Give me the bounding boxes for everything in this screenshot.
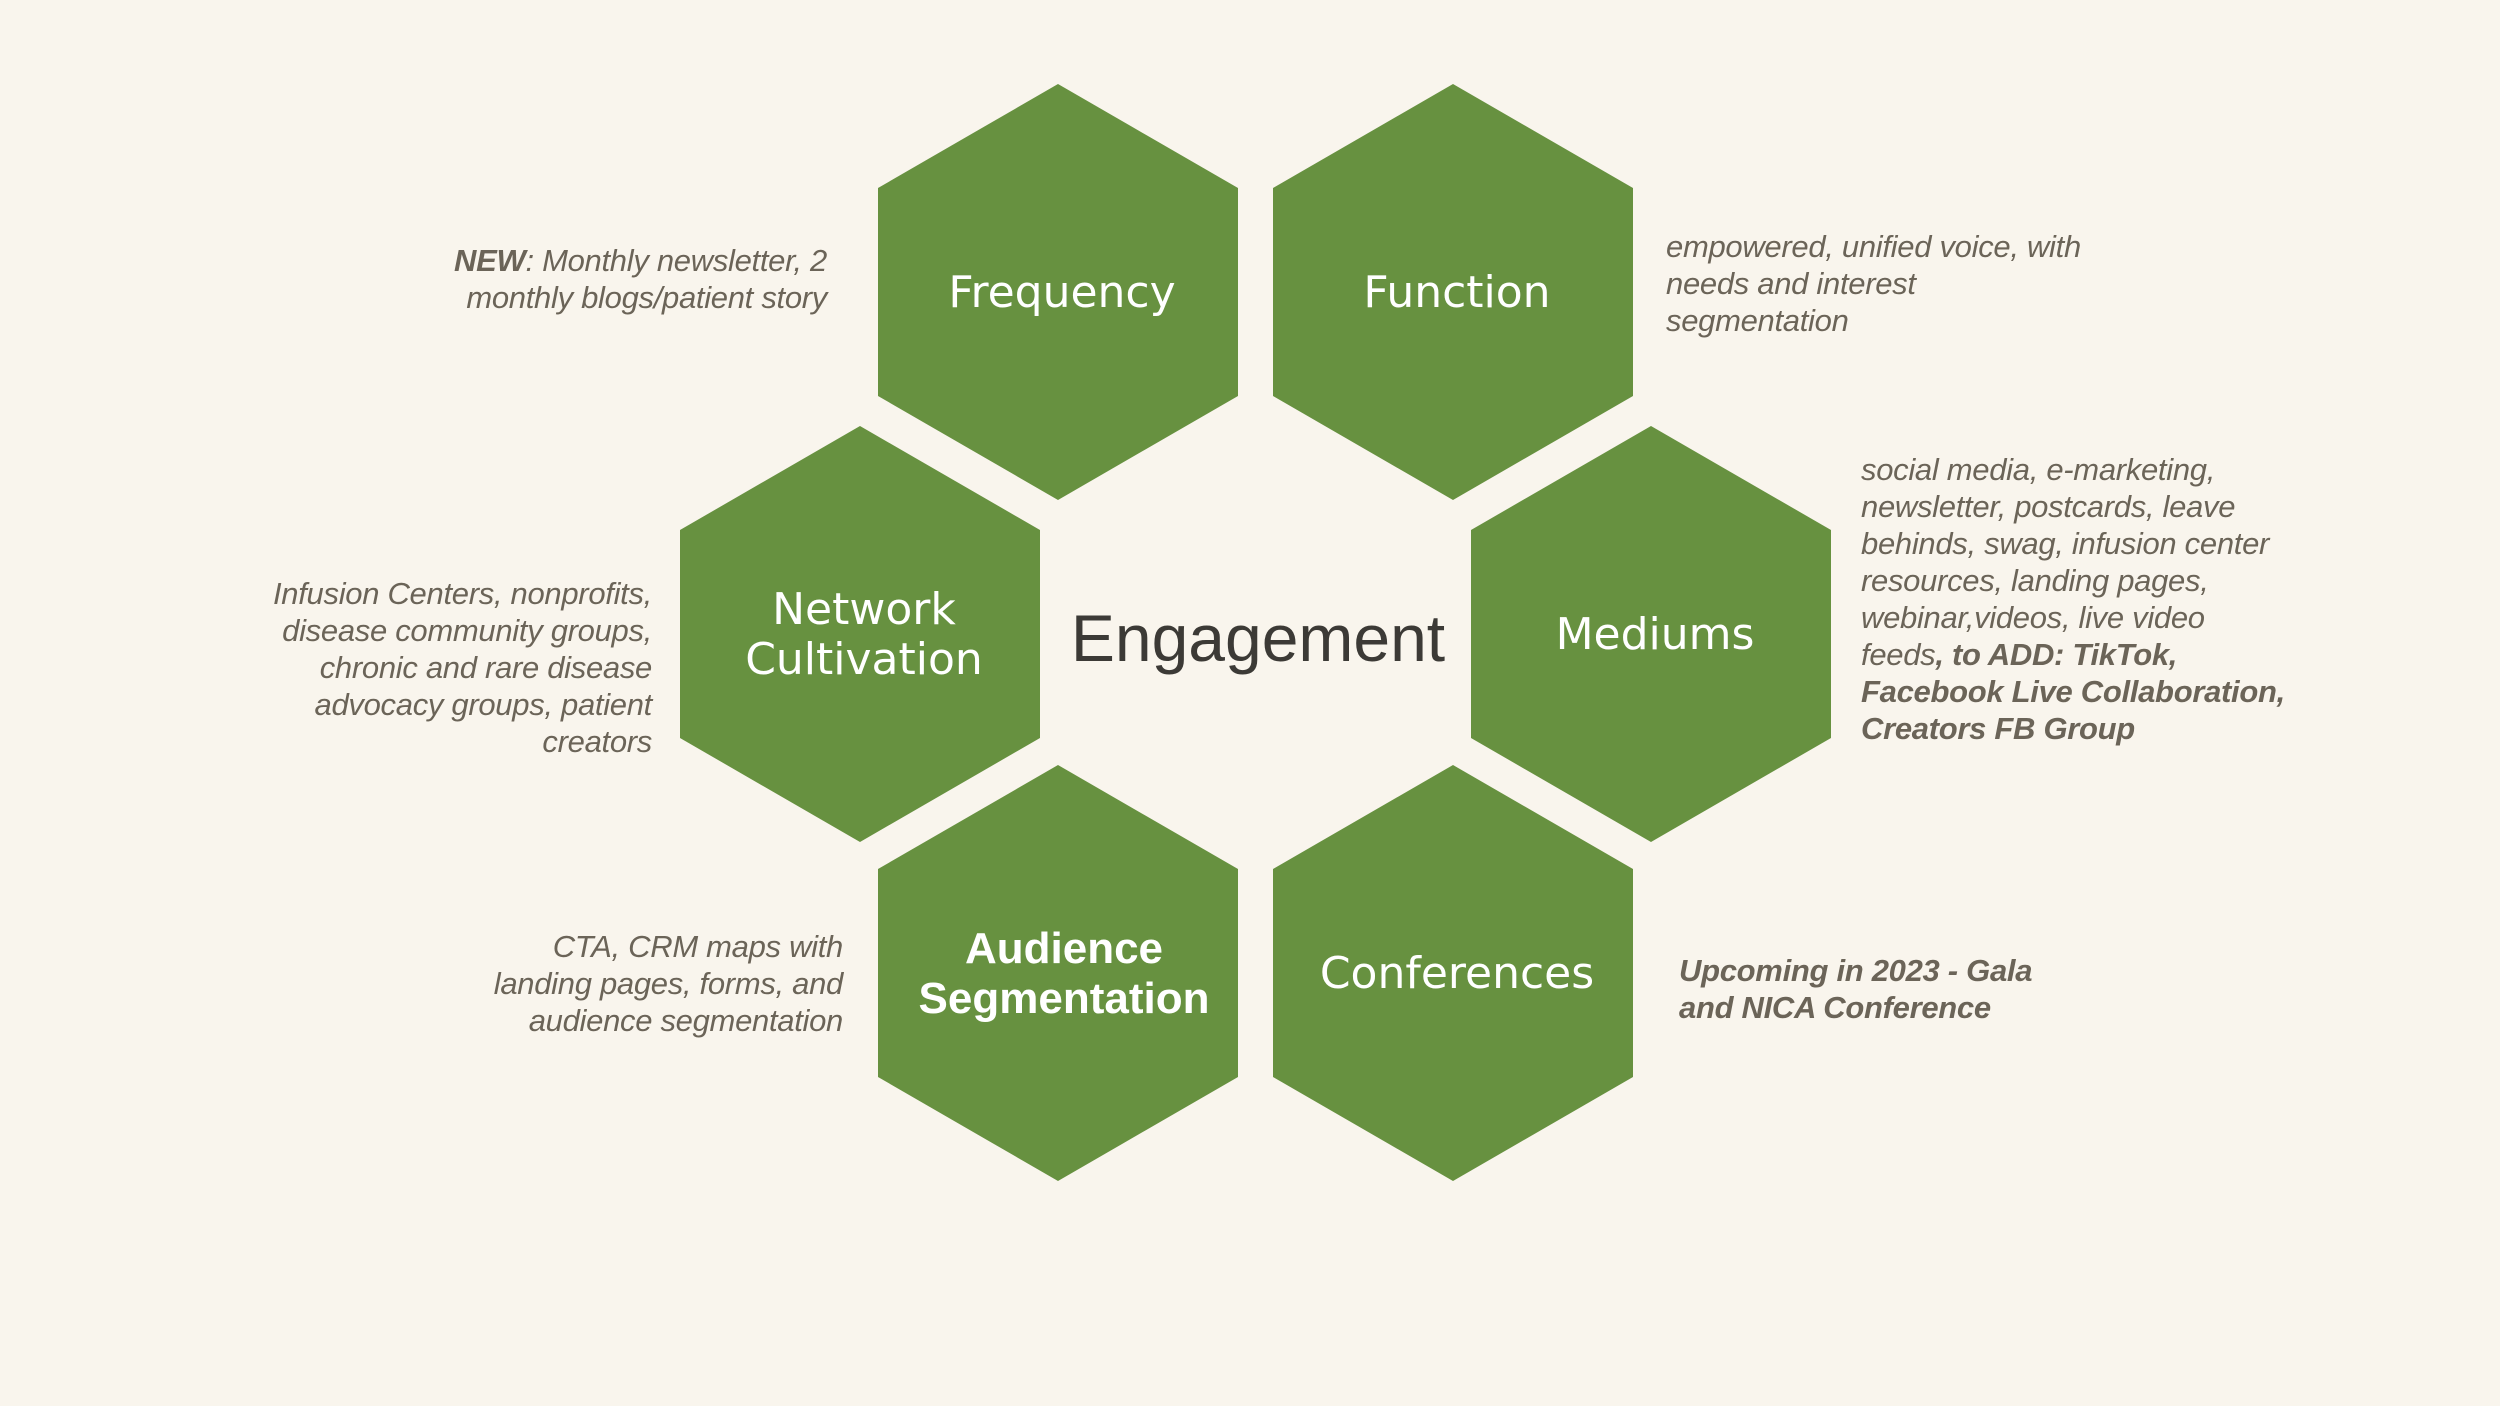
note-mediums: social media, e-marketing, newsletter, p… [1861, 451, 2293, 747]
note-network-cultivation: Infusion Centers, nonprofits, disease co… [240, 575, 652, 760]
note-audience-segmentation: CTA, CRM maps with landing pages, forms,… [478, 928, 844, 1039]
hexagon-mediums: Mediums [1471, 426, 1831, 842]
hexagon-label-function: Function [1363, 267, 1550, 318]
hexagon-shape-function [1273, 84, 1633, 500]
note-function: empowered, unified voice, with needs and… [1666, 228, 2086, 339]
center-label-engagement: Engagement [1071, 601, 1445, 675]
note-conferences-text: Upcoming in 2023 - Gala and NICA Confere… [1679, 953, 2033, 1025]
hexagon-label-audience-segmentation-line-2: Segmentation [919, 974, 1210, 1023]
hexagon-shape-frequency [878, 84, 1238, 500]
hexagon-shape-conferences [1273, 765, 1633, 1181]
hexagon-shape-mediums [1471, 426, 1831, 842]
note-frequency-text: : Monthly newsletter, 2 monthly blogs/pa… [466, 243, 827, 315]
hexagon-label-audience-segmentation-line-1: Audience [965, 924, 1163, 973]
note-conferences: Upcoming in 2023 - Gala and NICA Confere… [1679, 952, 2079, 1026]
hexagon-frequency: Frequency [878, 84, 1238, 500]
note-frequency: NEW: Monthly newsletter, 2 monthly blogs… [440, 242, 827, 316]
hexagon-function: Function [1273, 84, 1633, 500]
hexagon-shape-audience-segmentation [878, 765, 1238, 1181]
note-function-text: empowered, unified voice, with needs and… [1666, 229, 2081, 338]
hexagon-label-mediums: Mediums [1556, 609, 1755, 660]
hexagon-conferences: Conferences [1273, 765, 1633, 1181]
hexagon-shape-network-cultivation [680, 426, 1040, 842]
note-network-text: Infusion Centers, nonprofits, disease co… [272, 576, 652, 759]
hexagon-label-frequency: Frequency [948, 267, 1175, 318]
note-mediums-add: , to ADD: TikTok, Facebook Live Collabor… [1861, 637, 2285, 746]
note-mediums-text: social media, e-marketing, newsletter, p… [1861, 452, 2270, 672]
note-audience-text: CTA, CRM maps with landing pages, forms,… [493, 929, 844, 1038]
hexagon-label-network-cultivation-line-1: Network [772, 584, 956, 635]
hexagon-label-conferences: Conferences [1320, 948, 1594, 999]
hexagon-label-network-cultivation-line-2: Cultivation [745, 634, 983, 685]
note-frequency-new: NEW [454, 243, 526, 278]
